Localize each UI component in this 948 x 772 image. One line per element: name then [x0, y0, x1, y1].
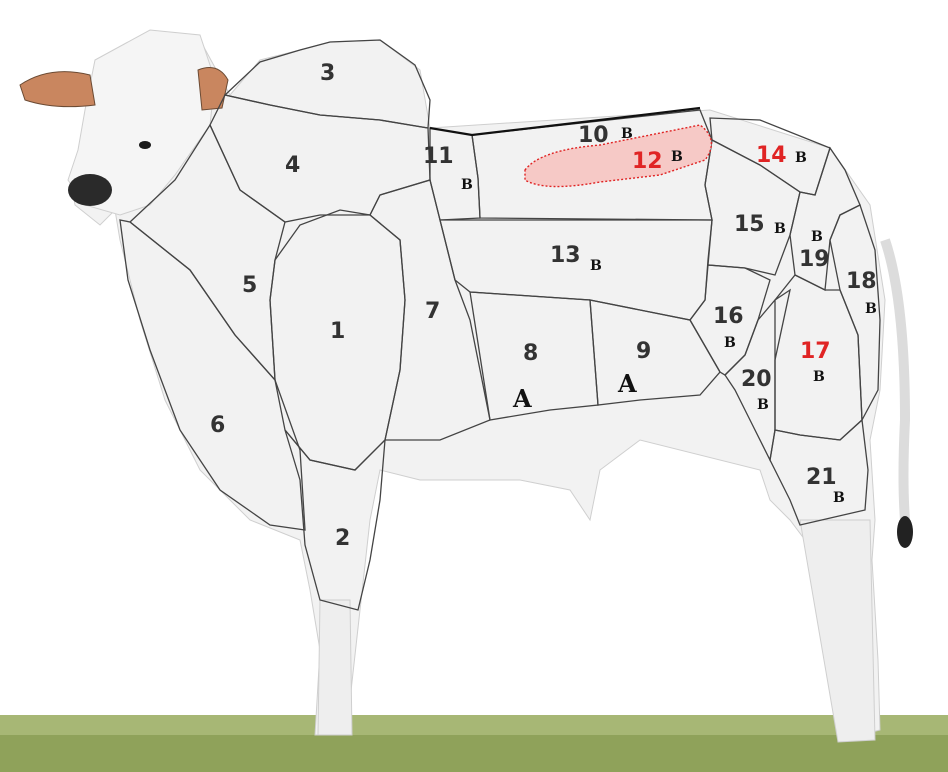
cut-grade-12: B: [671, 149, 683, 165]
cut-number-17: 17: [800, 339, 831, 364]
cut-number-7: 7: [425, 299, 440, 324]
cut-number-3: 3: [320, 61, 335, 86]
cut-grade-17: B: [813, 369, 825, 385]
cut-grade-16: B: [724, 335, 736, 351]
cut-grade-20: B: [757, 397, 769, 413]
cut-grade-9: A: [617, 369, 637, 398]
cut-number-6: 6: [210, 413, 225, 438]
cut-grade-14: B: [795, 150, 807, 166]
cut-number-19: 19: [799, 247, 830, 272]
cut-number-18: 18: [846, 269, 877, 294]
cut-number-12: 12: [632, 149, 663, 174]
cut-grade-13: B: [590, 258, 602, 274]
cow-hindleg: [800, 520, 875, 742]
cut-grade-15: B: [774, 221, 786, 237]
cut-number-5: 5: [242, 273, 257, 298]
cut-number-20: 20: [741, 367, 772, 392]
cut-number-10: 10: [578, 123, 609, 148]
grass-dark: [0, 735, 948, 772]
cut-number-1: 1: [330, 319, 345, 344]
cut-number-16: 16: [713, 304, 744, 329]
cow-tail: [885, 240, 905, 520]
cut-grade-10: B: [621, 126, 633, 142]
cut-grade-18: B: [865, 301, 877, 317]
cut-number-15: 15: [734, 212, 765, 237]
tail-tuft: [897, 516, 913, 548]
cut-number-11: 11: [423, 144, 454, 169]
cut-number-8: 8: [523, 341, 538, 366]
cut-number-9: 9: [636, 339, 651, 364]
cut-number-21: 21: [806, 465, 837, 490]
cut-number-14: 14: [756, 143, 787, 168]
cut-number-2: 2: [335, 526, 350, 551]
cow-eye: [139, 141, 151, 149]
cow-nose: [68, 174, 112, 206]
cut-grade-21: B: [833, 490, 845, 506]
cut-number-13: 13: [550, 243, 581, 268]
cut-number-4: 4: [285, 153, 300, 178]
cow-ear-left: [20, 72, 95, 107]
cut-grade-8: A: [512, 384, 532, 413]
cut-grade-11: B: [461, 177, 473, 193]
cut-grade-19: B: [811, 229, 823, 245]
cow-foreleg: [318, 600, 352, 735]
